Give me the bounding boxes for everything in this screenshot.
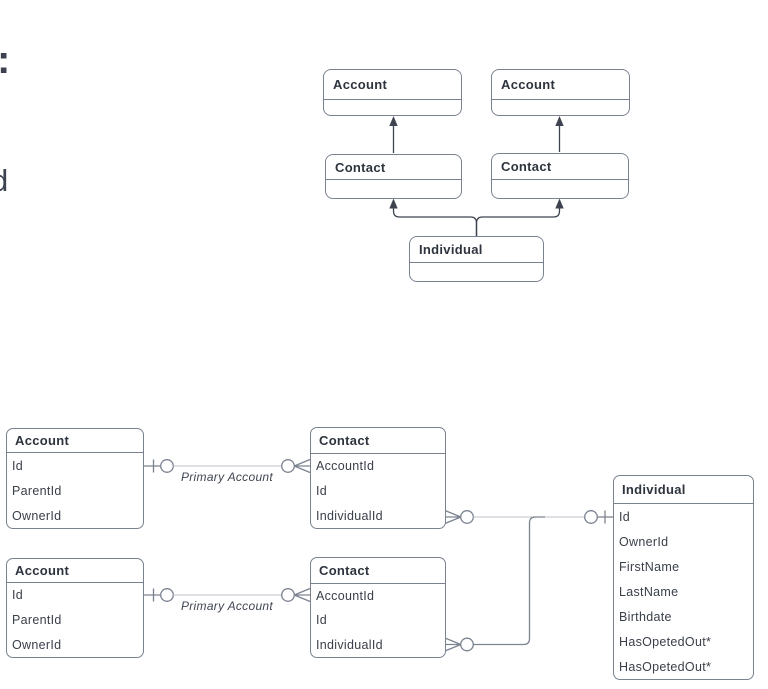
uml-node-contact-right: Contact [491, 153, 629, 199]
erd-entity-account-top: Account Id ParentId OwnerId [6, 428, 144, 529]
erd-field: FirstName [619, 559, 680, 574]
crows-foot-icon [294, 587, 311, 603]
erd-entity-fields: AccountId Id IndividualId [311, 584, 445, 657]
erd-entity-fields: AccountId Id IndividualId [311, 454, 445, 528]
uml-node-contact-left: Contact [325, 154, 462, 199]
erd-entity-title: Account [7, 429, 143, 453]
erd-field: HasOpetedOut* [619, 659, 712, 674]
uml-node-title: Contact [326, 155, 461, 180]
erd-field: OwnerId [12, 508, 62, 523]
erd-entity-title: Contact [311, 428, 445, 454]
erd-entity-fields: Id ParentId OwnerId [7, 583, 143, 657]
erd-entity-title: Individual [614, 476, 753, 504]
zero-circle-icon [460, 637, 474, 652]
erd-entity-contact-bottom: Contact AccountId Id IndividualId [310, 557, 446, 658]
uml-node-title: Account [492, 70, 629, 100]
erd-field: Id [316, 613, 328, 628]
erd-entity-fields: Id ParentId OwnerId [7, 453, 143, 528]
erd-field: ParentId [12, 613, 62, 627]
erd-field: Id [12, 588, 24, 603]
arrowhead-icon [555, 116, 564, 126]
erd-connectors [144, 458, 613, 652]
relationship-label-primary-account-bottom: Primary Account [180, 599, 274, 613]
erd-field: IndividualId [316, 637, 383, 652]
crows-foot-icon [444, 509, 462, 525]
uml-branch-right [475, 206, 561, 236]
erd-field: OwnerId [12, 637, 62, 652]
erd-field: Id [619, 509, 631, 524]
uml-node-account-right: Account [491, 69, 630, 116]
crows-foot-icon [444, 637, 462, 652]
clipped-text-colon: : [0, 40, 10, 80]
arrowhead-icon [389, 198, 398, 209]
erd-rel4-route [473, 516, 545, 646]
uml-node-title: Individual [410, 237, 543, 263]
zero-circle-icon [584, 510, 598, 524]
erd-field: OwnerId [619, 534, 669, 549]
erd-field: Birthdate [619, 609, 672, 624]
crows-foot-icon [294, 458, 311, 474]
clipped-text-letter-d: d [0, 165, 8, 196]
uml-node-title: Contact [492, 154, 628, 180]
arrowhead-icon [389, 116, 398, 126]
relationship-label-primary-account-top: Primary Account [180, 470, 274, 484]
erd-field: Id [12, 458, 24, 473]
erd-field: Id [316, 484, 328, 498]
erd-field: IndividualId [316, 508, 383, 523]
erd-entity-account-bottom: Account Id ParentId OwnerId [6, 558, 144, 658]
erd-entity-individual: Individual Id OwnerId FirstName LastName… [613, 475, 754, 680]
erd-field: HasOpetedOut* [619, 634, 712, 649]
uml-branch-left [392, 206, 478, 236]
erd-field: ParentId [12, 483, 62, 498]
uml-node-title: Account [324, 70, 461, 100]
uml-arrows [389, 116, 564, 236]
erd-field: AccountId [316, 459, 375, 474]
uml-node-account-left: Account [323, 69, 462, 116]
uml-node-individual: Individual [409, 236, 544, 282]
erd-field: AccountId [316, 589, 375, 604]
zero-circle-icon [460, 510, 474, 524]
erd-field: LastName [619, 584, 679, 599]
erd-entity-title: Contact [311, 558, 445, 584]
arrowhead-icon [555, 198, 564, 209]
erd-entity-title: Account [7, 559, 143, 583]
erd-entity-contact-top: Contact AccountId Id IndividualId [310, 427, 446, 529]
erd-entity-fields: Id OwnerId FirstName LastName Birthdate … [614, 504, 753, 679]
